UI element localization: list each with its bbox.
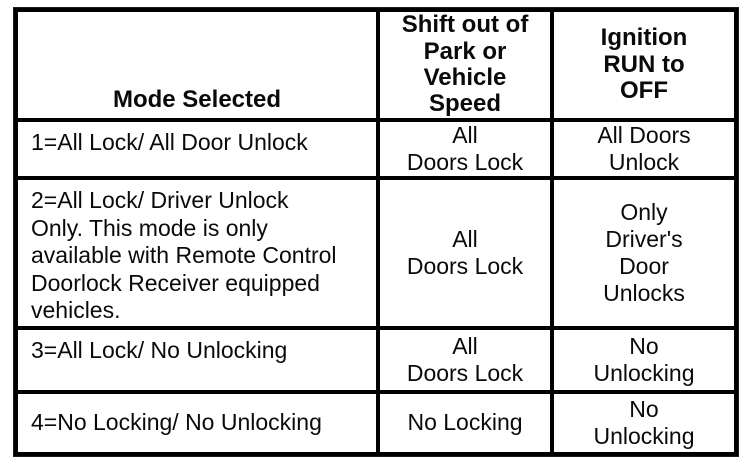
ignition-cell-row-1: All Doors Unlock [554, 122, 734, 176]
shift-cell-row-4: No Locking [380, 394, 550, 452]
shift-cell-row-2: All Doors Lock [380, 180, 550, 326]
mode-cell-row-1: 1=All Lock/ All Door Unlock [18, 122, 376, 176]
mode-cell-row-4: 4=No Locking/ No Unlocking [18, 394, 376, 452]
header-cell-mode-selected: Mode Selected [18, 12, 376, 118]
mode-cell-row-3: 3=All Lock/ No Unlocking [18, 330, 376, 390]
doorlock-mode-table: Mode Selected Shift out of Park or Vehic… [14, 8, 738, 456]
ignition-cell-row-2: Only Driver's Door Unlocks [554, 180, 734, 326]
ignition-cell-row-4: No Unlocking [554, 394, 734, 452]
shift-cell-row-3: All Doors Lock [380, 330, 550, 390]
mode-cell-row-2: 2=All Lock/ Driver Unlock Only. This mod… [18, 180, 376, 326]
header-cell-shift-out-of-park: Shift out of Park or Vehicle Speed [380, 12, 550, 118]
header-cell-ignition-run-to-off: Ignition RUN to OFF [554, 12, 734, 118]
shift-cell-row-1: All Doors Lock [380, 122, 550, 176]
ignition-cell-row-3: No Unlocking [554, 330, 734, 390]
